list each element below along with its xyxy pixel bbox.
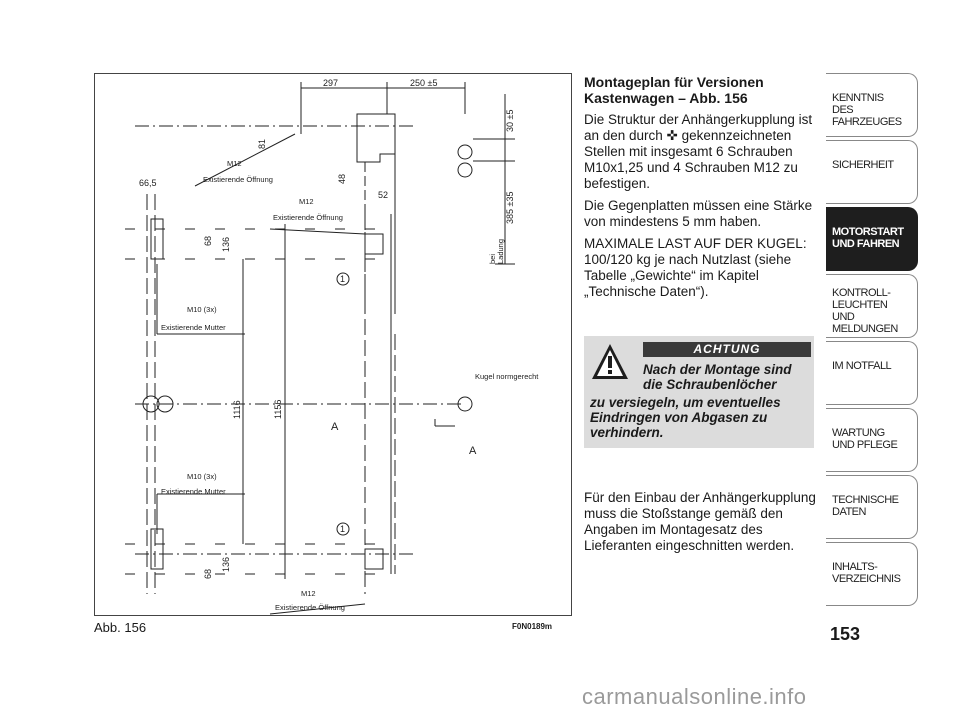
dim-52: 52	[378, 190, 388, 200]
bracket-top	[356, 113, 396, 163]
paragraph-4: Für den Einbau der Anhängerkupplung muss…	[584, 490, 816, 553]
label-m10a-sub: Existierende Mutter	[161, 323, 226, 332]
ball-circle	[457, 396, 473, 412]
label-m12c: M12	[301, 589, 316, 598]
watermark: carmanualsonline.info	[582, 684, 807, 709]
text-column: Montageplan für Versionen Kastenwagen – …	[584, 74, 820, 306]
figure-frame: 297 250 ±5 30 ±5 81 48 52 66,5 68 136 38…	[94, 73, 572, 616]
dim-48: 48	[337, 174, 347, 184]
dim-136a: 136	[221, 237, 231, 252]
label-ladung: Ladung	[496, 239, 505, 264]
dim-385: 385 ±35	[505, 192, 515, 224]
label-m10a: M10 (3x)	[187, 305, 217, 314]
label-m12b-sub: Existierende Öffnung	[273, 213, 343, 222]
warning-box: ACHTUNG Nach der Montage sind die Schrau…	[584, 336, 814, 448]
label-m10b: M10 (3x)	[187, 472, 217, 481]
dim-250: 250 ±5	[410, 78, 437, 88]
label-m10b-sub: Existierende Mutter	[161, 487, 226, 496]
dim-81: 81	[257, 139, 267, 149]
label-a1: A	[331, 421, 339, 433]
dim-68b: 68	[203, 569, 213, 579]
warning-triangle-icon	[592, 344, 628, 379]
tab-sicherheit[interactable]: SICHERHEIT	[826, 140, 918, 204]
tab-inhaltsverzeichnis[interactable]: INHALTS-VERZEICHNIS	[826, 542, 918, 606]
label-bei: bei	[488, 254, 497, 264]
label-m12a-sub: Existierende Öffnung	[203, 175, 273, 184]
tab-notfall[interactable]: IM NOTFALL	[826, 341, 918, 405]
dim-1156: 1156	[273, 400, 283, 419]
paragraph-3: MAXIMALE LAST AUF DER KUGEL: 100/120 kg …	[584, 236, 807, 299]
dim-68a: 68	[203, 236, 213, 246]
dim-66: 66,5	[139, 178, 157, 188]
section-heading: Montageplan für Versionen Kastenwagen – …	[584, 74, 764, 106]
label-kugel: Kugel normgerecht	[475, 372, 539, 381]
dim-30: 30 ±5	[505, 110, 515, 132]
marker-1-top: 1	[340, 274, 345, 284]
warning-body: zu versiegeln, um eventuelles Eindringen…	[590, 395, 781, 440]
mounting-drawing: 297 250 ±5 30 ±5 81 48 52 66,5 68 136 38…	[125, 78, 539, 615]
warning-badge: ACHTUNG	[643, 342, 811, 357]
paragraph-1: Die Struktur der Anhängerkupplung ist an…	[584, 112, 813, 191]
marker-1-bottom: 1	[340, 524, 345, 534]
label-m12a: M12	[227, 159, 242, 168]
page-number: 153	[830, 624, 861, 644]
paragraph-2: Die Gegenplatten müssen eine Stärke von …	[584, 198, 813, 229]
figure-code: F0N0189m	[512, 622, 553, 631]
dim-297: 297	[323, 78, 338, 88]
dim-1116: 1116	[232, 400, 242, 419]
figure-caption: Abb. 156	[94, 620, 147, 635]
label-m12c-sub: Existierende Öffnung	[275, 603, 345, 612]
label-m12b: M12	[299, 197, 314, 206]
warning-head: Nach der Montage sind die Schraubenlöche…	[643, 362, 792, 392]
dim-136b: 136	[221, 557, 231, 572]
label-a2: A	[469, 445, 477, 457]
